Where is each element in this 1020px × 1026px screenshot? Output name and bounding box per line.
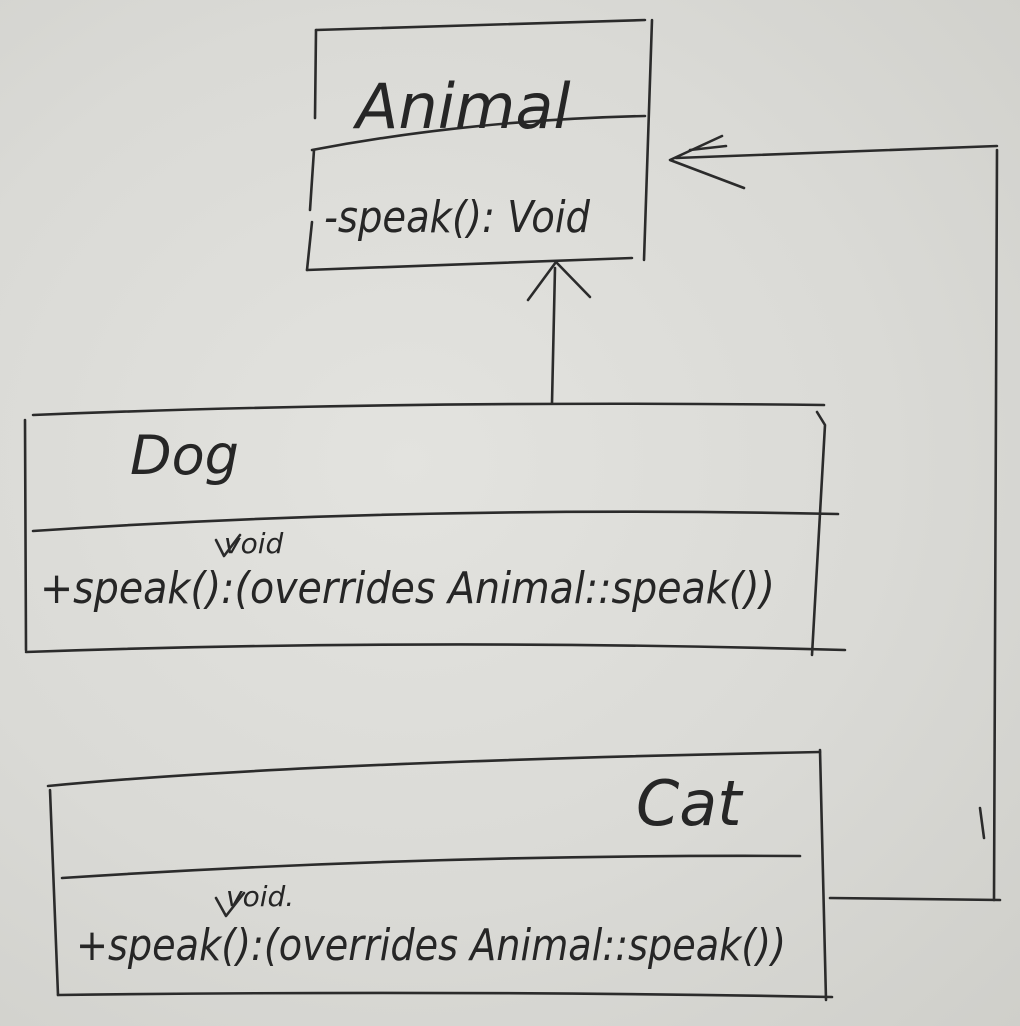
cat-class-box xyxy=(46,748,834,1002)
cat-insertion-caret xyxy=(214,891,246,918)
margin-tick xyxy=(978,806,986,840)
animal-box-right-edge xyxy=(642,18,654,262)
cat-method: +speak():(overrides Animal::speak()) xyxy=(76,920,786,971)
cat-arrow-vertical xyxy=(992,148,999,902)
cat-box-left-edge xyxy=(48,788,60,997)
cat-class-name: Cat xyxy=(636,767,744,840)
cat-box-right-edge xyxy=(818,748,828,1002)
cat-box-top-edge xyxy=(46,750,822,788)
animal-class-box xyxy=(305,18,654,272)
dog-to-animal-inheritance-arrow xyxy=(526,260,592,405)
animal-box-top-edge xyxy=(314,18,647,32)
dog-box-left-edge xyxy=(23,418,28,652)
animal-box-left-edge xyxy=(305,28,318,272)
cat-arrow-horizontal xyxy=(674,144,999,160)
dog-arrow-head-icon xyxy=(526,260,592,302)
cat-void-annotation: void. xyxy=(226,880,294,913)
dog-method: +speak():(overrides Animal::speak()) xyxy=(40,563,775,614)
cat-arrow-stub xyxy=(828,896,1002,902)
dog-box-top-edge xyxy=(31,402,826,417)
animal-box-bottom-edge xyxy=(305,256,634,272)
dog-box-bottom-edge xyxy=(24,643,847,654)
dog-box-right-edge xyxy=(810,410,827,657)
animal-class-name: Animal xyxy=(352,70,571,143)
dog-insertion-caret xyxy=(214,533,242,558)
cat-arrow-head-icon xyxy=(668,134,746,190)
dog-class-box xyxy=(23,402,847,657)
animal-name-divider xyxy=(310,114,647,152)
dog-name-divider xyxy=(31,510,840,533)
cat-name-divider xyxy=(60,854,802,880)
cat-box-bottom-edge xyxy=(56,991,834,999)
dog-class-name: Dog xyxy=(130,424,239,487)
dog-arrow-shaft xyxy=(550,266,557,405)
cat-to-animal-inheritance-arrow xyxy=(668,134,1002,902)
cat-arrow-head-stroke xyxy=(688,144,728,152)
animal-method: -speak(): Void xyxy=(324,192,591,243)
